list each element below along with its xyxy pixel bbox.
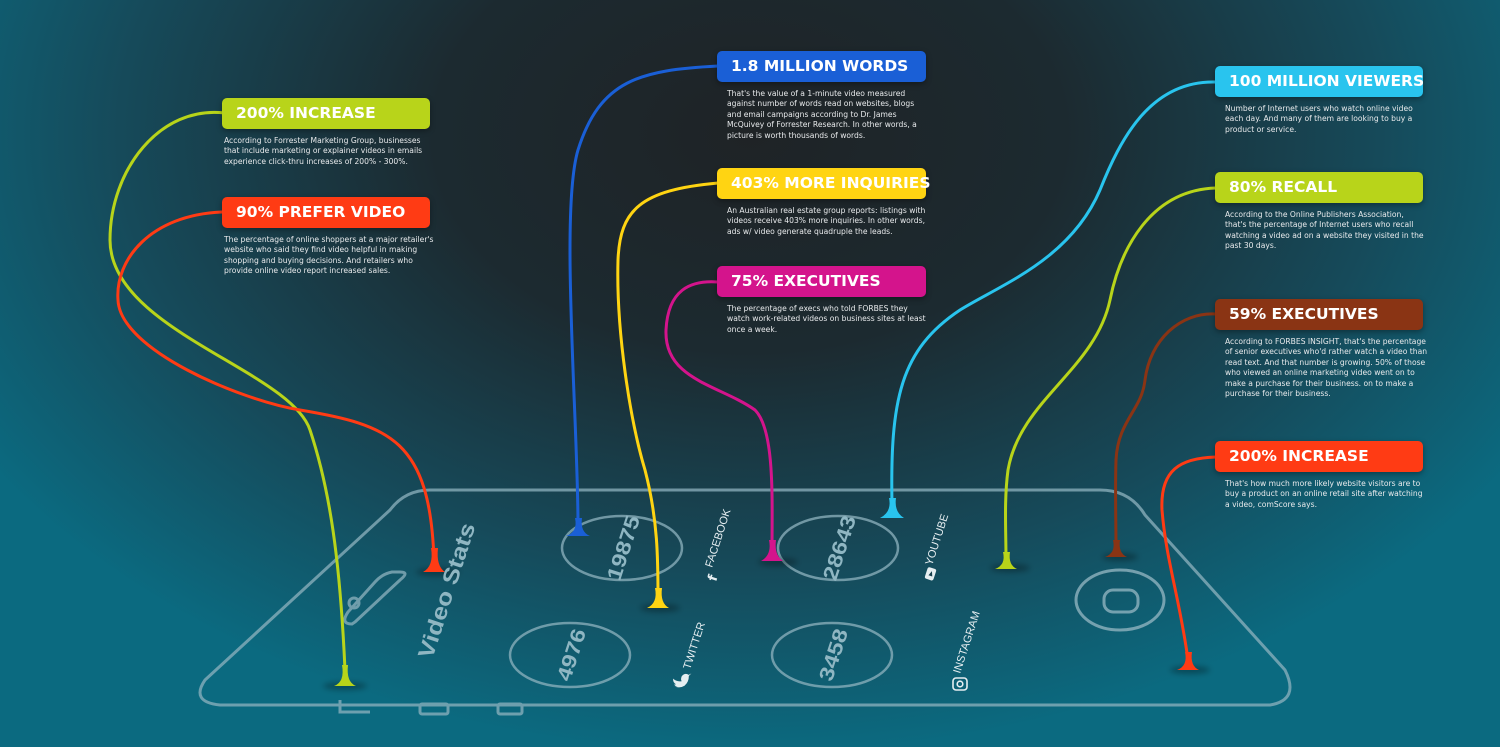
callout-1-8-million-words: 1.8 MILLION WORDS That's the value of a … <box>717 51 926 141</box>
stat-value-youtube: 28643 <box>818 513 860 584</box>
stat-value-instagram: 3458 <box>814 626 852 684</box>
callout-text: According to the Online Publishers Assoc… <box>1225 210 1424 251</box>
stat-label-youtube: YOUTUBE <box>923 513 951 567</box>
stat-label-twitter: TWITTER <box>681 621 708 671</box>
callout-text: The percentage of online shoppers at a m… <box>224 235 434 276</box>
callout-text: That's the value of a 1-minute video mea… <box>727 89 917 140</box>
callout-title: 1.8 MILLION WORDS <box>717 51 926 82</box>
callout-100-million-viewers: 100 MILLION VIEWERS Number of Internet u… <box>1215 66 1429 135</box>
twitter-icon <box>673 673 692 688</box>
callout-title: 403% MORE INQUIRIES <box>717 168 931 199</box>
callout-title: 59% EXECUTIVES <box>1215 299 1423 330</box>
youtube-icon <box>924 567 937 581</box>
connector-curve-75-executives <box>664 280 774 552</box>
stat-label-facebook: FACEBOOK <box>703 507 733 569</box>
callout-80-recall: 80% RECALL According to the Online Publi… <box>1215 172 1425 252</box>
callout-title: 75% EXECUTIVES <box>717 266 926 297</box>
stat-label-instagram: INSTAGRAM <box>951 610 982 675</box>
callout-59-executives: 59% EXECUTIVES According to FORBES INSIG… <box>1215 299 1429 399</box>
callout-title: 90% PREFER VIDEO <box>222 197 430 228</box>
stat-circles <box>508 514 900 689</box>
phone-outline <box>198 488 1292 716</box>
callout-75-executives: 75% EXECUTIVES The percentage of execs w… <box>717 266 933 335</box>
callout-200-increase: 200% INCREASE According to Forrester Mar… <box>222 98 436 167</box>
connector-curve-403-more-inquiries <box>616 181 720 600</box>
connector-curve-200-increase-2 <box>1160 455 1218 662</box>
connector-curve-80-recall <box>1004 186 1218 562</box>
callout-title: 80% RECALL <box>1215 172 1423 203</box>
callout-title: 200% INCREASE <box>222 98 430 129</box>
callout-90-prefer-video: 90% PREFER VIDEO The percentage of onlin… <box>222 197 436 277</box>
callout-403-more-inquiries: 403% MORE INQUIRIES An Australian real e… <box>717 168 933 237</box>
home-button <box>1074 568 1166 632</box>
connector-curve-1-8-million-words <box>568 64 720 527</box>
connector-curve-200-increase <box>108 110 347 672</box>
stat-value-facebook: 19875 <box>602 513 644 584</box>
callout-title: 200% INCREASE <box>1215 441 1423 472</box>
connector-curve-59-executives <box>1114 312 1218 550</box>
callout-text: Number of Internet users who watch onlin… <box>1225 104 1413 134</box>
facebook-icon: f <box>706 573 722 583</box>
instagram-icon <box>952 677 968 691</box>
callout-title: 100 MILLION VIEWERS <box>1215 66 1424 97</box>
connector-curve-100-million-viewers <box>890 80 1218 507</box>
callout-200-increase-2: 200% INCREASE That's how much more likel… <box>1215 441 1425 510</box>
callout-text: An Australian real estate group reports:… <box>727 206 926 236</box>
callout-text: According to FORBES INSIGHT, that's the … <box>1225 337 1428 399</box>
connector-curve-90-prefer-video <box>116 210 436 562</box>
callout-text: That's how much more likely website visi… <box>1225 479 1423 509</box>
phone-title: Video Stats <box>414 520 481 662</box>
callout-text: The percentage of execs who told FORBES … <box>727 304 926 334</box>
callout-text: According to Forrester Marketing Group, … <box>224 136 423 166</box>
stat-value-twitter: 4976 <box>552 626 590 684</box>
curve-endpoints <box>334 498 1199 686</box>
